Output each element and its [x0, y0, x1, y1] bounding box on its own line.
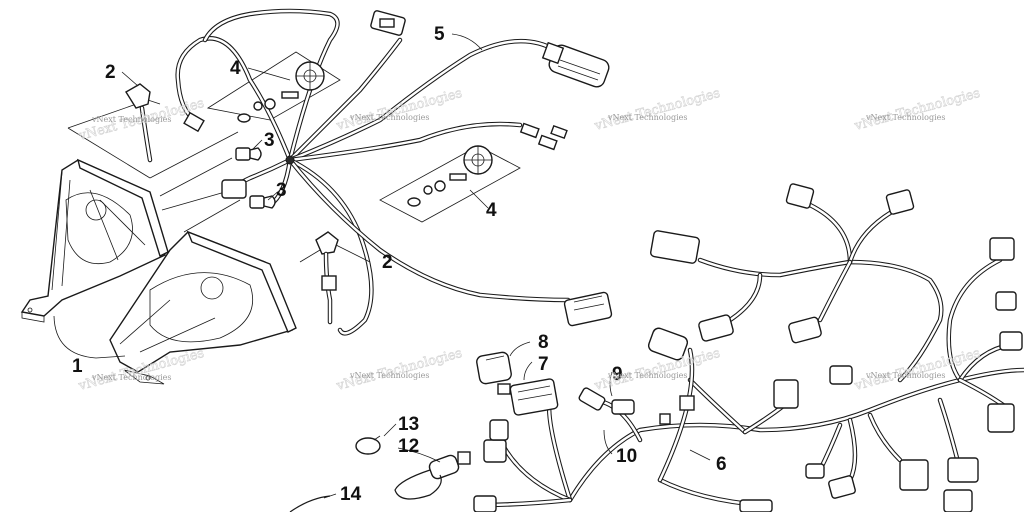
leader-1	[53, 315, 126, 359]
main-harness-connectors	[473, 183, 1023, 512]
socket-lower	[315, 231, 339, 325]
adjuster-upper	[237, 61, 325, 123]
socket-upper	[125, 83, 153, 163]
callout-labels: 1 2 2 3 3 4 4 5 6 7 8 9 10 12 13 14	[72, 24, 727, 505]
watermark: vNext Technologies	[349, 113, 429, 122]
connector-main-plug	[541, 41, 610, 88]
callout-4a: 4	[230, 58, 241, 79]
watermark: vNext Technologies	[607, 371, 687, 380]
ring-clamp	[355, 435, 381, 455]
adjuster-lower	[407, 145, 493, 207]
callout-4b: 4	[486, 200, 497, 221]
connector-spade-pair	[519, 122, 568, 151]
callout-13: 13	[398, 414, 419, 435]
callout-10: 10	[616, 446, 637, 467]
connector-7	[497, 378, 559, 416]
callout-12: 12	[398, 436, 419, 457]
callout-3b: 3	[276, 180, 287, 201]
watermark: vNext Technologies	[91, 373, 171, 382]
callout-5: 5	[434, 24, 445, 45]
watermark: vNext Technologies	[607, 113, 687, 122]
watermark: vNext Technologies	[865, 113, 945, 122]
bulb-upper	[235, 147, 262, 161]
fuse-holder	[394, 451, 471, 500]
watermark-ghost: vNext Technologies	[592, 86, 722, 134]
callout-leaders	[121, 33, 711, 499]
callout-6: 6	[716, 454, 727, 475]
callout-3a: 3	[264, 130, 275, 151]
callout-1: 1	[72, 356, 83, 377]
callout-9: 9	[612, 364, 623, 385]
watermark: vNext Technologies	[865, 371, 945, 380]
tie-strap	[289, 495, 331, 512]
callout-2b: 2	[382, 252, 393, 273]
callout-7: 7	[538, 354, 549, 375]
headlight-right	[109, 230, 297, 385]
callout-2a: 2	[105, 62, 116, 83]
connector-top-small	[370, 10, 406, 36]
watermark-ghost: vNext Technologies	[852, 86, 982, 134]
connector-housing-8	[476, 351, 512, 385]
callout-8: 8	[538, 332, 549, 353]
watermark: vNext Technologies	[91, 115, 171, 124]
connector-harness-end	[563, 291, 613, 327]
watermark: vNext Technologies	[349, 371, 429, 380]
headlight-left	[20, 158, 169, 323]
callout-14: 14	[340, 484, 362, 505]
watermark-ghost: vNext Technologies	[334, 86, 464, 134]
bulb-lower	[249, 195, 276, 209]
connector-left-small	[183, 111, 247, 199]
